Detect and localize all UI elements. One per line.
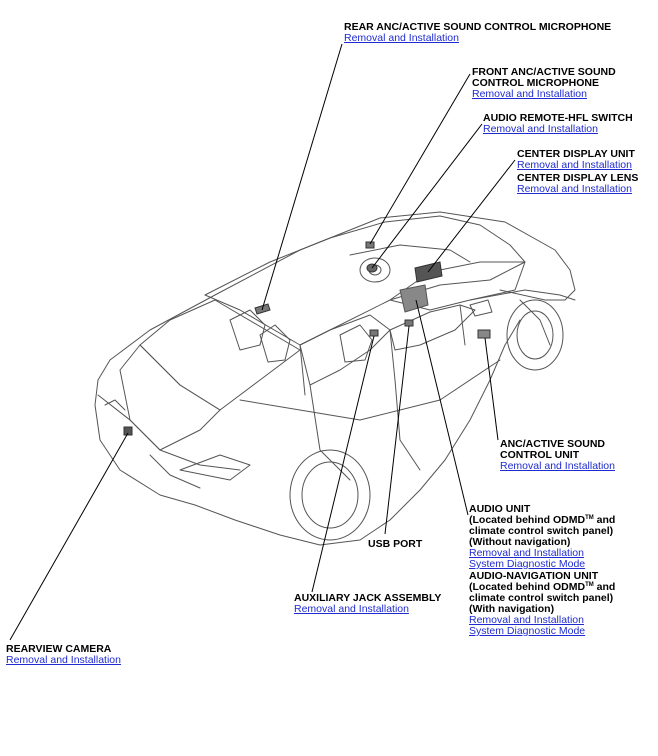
tm-mark: TM: [585, 515, 594, 521]
tm-mark: TM: [585, 582, 594, 588]
center-display-unit-title: CENTER DISPLAY UNIT: [517, 148, 635, 160]
rear-anc-mic-callout: REAR ANC/ACTIVE SOUND CONTROL MICROPHONE…: [344, 22, 611, 44]
leader-anc-control-unit: [484, 337, 499, 441]
leader-rear-anc-mic: [261, 43, 343, 311]
audio-nav-unit-diagnostic-link[interactable]: System Diagnostic Mode: [469, 625, 586, 637]
center-display-callout: CENTER DISPLAY UNIT Removal and Installa…: [517, 149, 638, 195]
leader-audio-remote-switch: [371, 123, 483, 269]
audio-nav-unit-callout: AUDIO-NAVIGATION UNIT (Located behind OD…: [469, 571, 615, 637]
audio-remote-switch-callout: AUDIO REMOTE-HFL SWITCH Removal and Inst…: [483, 113, 633, 135]
audio-unit-title-line1: AUDIO UNIT: [469, 503, 531, 515]
anc-control-unit-marker: [477, 329, 491, 339]
rearview-camera-marker: [123, 426, 133, 436]
usb-port-callout: USB PORT: [368, 539, 422, 550]
usb-port-title: USB PORT: [368, 538, 423, 550]
audio-remote-switch-title: AUDIO REMOTE-HFL SWITCH: [483, 112, 633, 124]
front-anc-mic-callout: FRONT ANC/ACTIVE SOUND CONTROL MICROPHON…: [472, 67, 616, 100]
car-outline: [94, 211, 576, 546]
audio-unit-removal-link[interactable]: Removal and Installation: [469, 547, 584, 559]
leader-rearview-camera: [9, 432, 129, 641]
leader-audio-unit: [415, 299, 469, 516]
leader-usb-port: [384, 325, 410, 535]
aux-jack-marker: [369, 329, 379, 337]
anc-control-unit-removal-link[interactable]: Removal and Installation: [500, 460, 615, 472]
center-display-lens-removal-link[interactable]: Removal and Installation: [517, 183, 632, 195]
center-display-unit-removal-link[interactable]: Removal and Installation: [517, 159, 632, 171]
rear-anc-mic-removal-link[interactable]: Removal and Installation: [344, 32, 459, 44]
anc-control-unit-callout: ANC/ACTIVE SOUND CONTROL UNIT Removal an…: [500, 439, 615, 472]
anc-control-unit-title-line2: CONTROL UNIT: [500, 449, 580, 461]
front-anc-mic-title-line2: CONTROL MICROPHONE: [472, 77, 599, 89]
audio-nav-unit-removal-link[interactable]: Removal and Installation: [469, 614, 584, 626]
audio-unit-title-line3: climate control switch panel): [469, 525, 614, 537]
aux-jack-removal-link[interactable]: Removal and Installation: [294, 603, 409, 615]
center-display-lens-title: CENTER DISPLAY LENS: [517, 172, 639, 184]
usb-port-marker: [404, 319, 414, 327]
aux-jack-callout: AUXILIARY JACK ASSEMBLY Removal and Inst…: [294, 593, 441, 615]
audio-nav-unit-title-line4: (With navigation): [469, 603, 555, 615]
front-anc-mic-title-line1: FRONT ANC/ACTIVE SOUND: [472, 66, 616, 78]
front-anc-mic-marker: [365, 241, 375, 249]
rear-anc-mic-title: REAR ANC/ACTIVE SOUND CONTROL MICROPHONE: [344, 21, 612, 33]
leader-front-anc-mic: [369, 73, 471, 245]
aux-jack-title: AUXILIARY JACK ASSEMBLY: [294, 592, 442, 604]
audio-nav-unit-title-line3: climate control switch panel): [469, 592, 614, 604]
audio-nav-unit-title-line1: AUDIO-NAVIGATION UNIT: [469, 570, 599, 582]
rearview-camera-removal-link[interactable]: Removal and Installation: [6, 654, 121, 666]
rearview-camera-title: REARVIEW CAMERA: [6, 643, 112, 655]
audio-nav-unit-title-line2: (Located behind ODMDTM and: [469, 581, 616, 593]
audio-unit-callout: AUDIO UNIT (Located behind ODMDTM and cl…: [469, 504, 615, 570]
leader-center-display: [427, 159, 516, 273]
audio-remote-switch-removal-link[interactable]: Removal and Installation: [483, 123, 598, 135]
audio-unit-diagnostic-link[interactable]: System Diagnostic Mode: [469, 558, 586, 570]
audio-unit-title-line4: (Without navigation): [469, 536, 571, 548]
anc-control-unit-title-line1: ANC/ACTIVE SOUND: [500, 438, 606, 450]
front-anc-mic-removal-link[interactable]: Removal and Installation: [472, 88, 587, 100]
audio-unit-title-line2: (Located behind ODMDTM and: [469, 514, 616, 526]
leader-lines: [9, 43, 516, 641]
leader-aux-jack: [311, 335, 375, 593]
rearview-camera-callout: REARVIEW CAMERA Removal and Installation: [6, 644, 121, 666]
